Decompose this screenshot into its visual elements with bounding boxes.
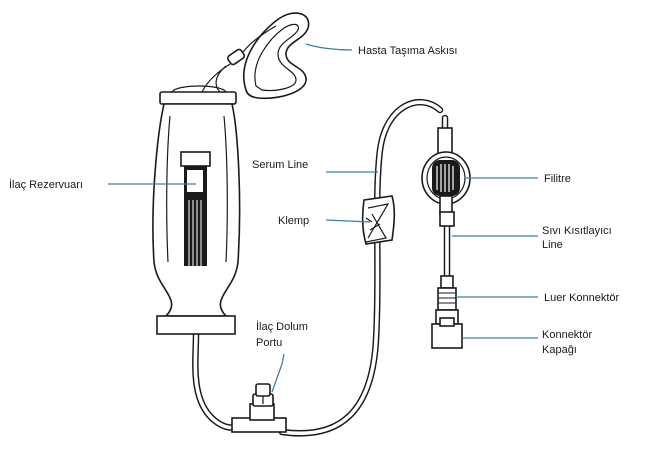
- leader-hanger: [305, 43, 353, 51]
- label-serum-line: Serum Line: [252, 159, 308, 171]
- label-filter: Filitre: [544, 173, 571, 185]
- patient-carry-hanger: [201, 12, 310, 100]
- flow-restrictor-line: [439, 211, 455, 227]
- label-luer-connector: Luer Konnektör: [544, 292, 620, 304]
- leader-lines: [108, 43, 538, 393]
- leader-fill-port: [271, 353, 285, 393]
- label-flow-restrictor-1: Sıvı Kısıtlayıcı: [542, 225, 612, 237]
- label-flow-restrictor-2: Line: [542, 239, 563, 251]
- clamp: [361, 195, 396, 245]
- drug-fill-port: [231, 383, 287, 433]
- filter: [421, 127, 471, 215]
- label-connector-cap-1: Konnektör: [542, 329, 592, 341]
- drug-reservoir: [152, 85, 241, 335]
- label-clamp: Klemp: [278, 215, 309, 227]
- leader-clamp: [325, 219, 371, 223]
- label-hanger: Hasta Taşıma Askısı: [358, 45, 457, 57]
- connector-cap: [431, 317, 463, 349]
- label-fill-port-2: Portu: [256, 337, 282, 349]
- luer-connector: [435, 275, 459, 325]
- label-reservoir: İlaç Rezervuarı: [9, 178, 83, 191]
- label-connector-cap-2: Kapağı: [542, 344, 577, 356]
- label-fill-port-1: İlaç Dolum: [256, 320, 308, 333]
